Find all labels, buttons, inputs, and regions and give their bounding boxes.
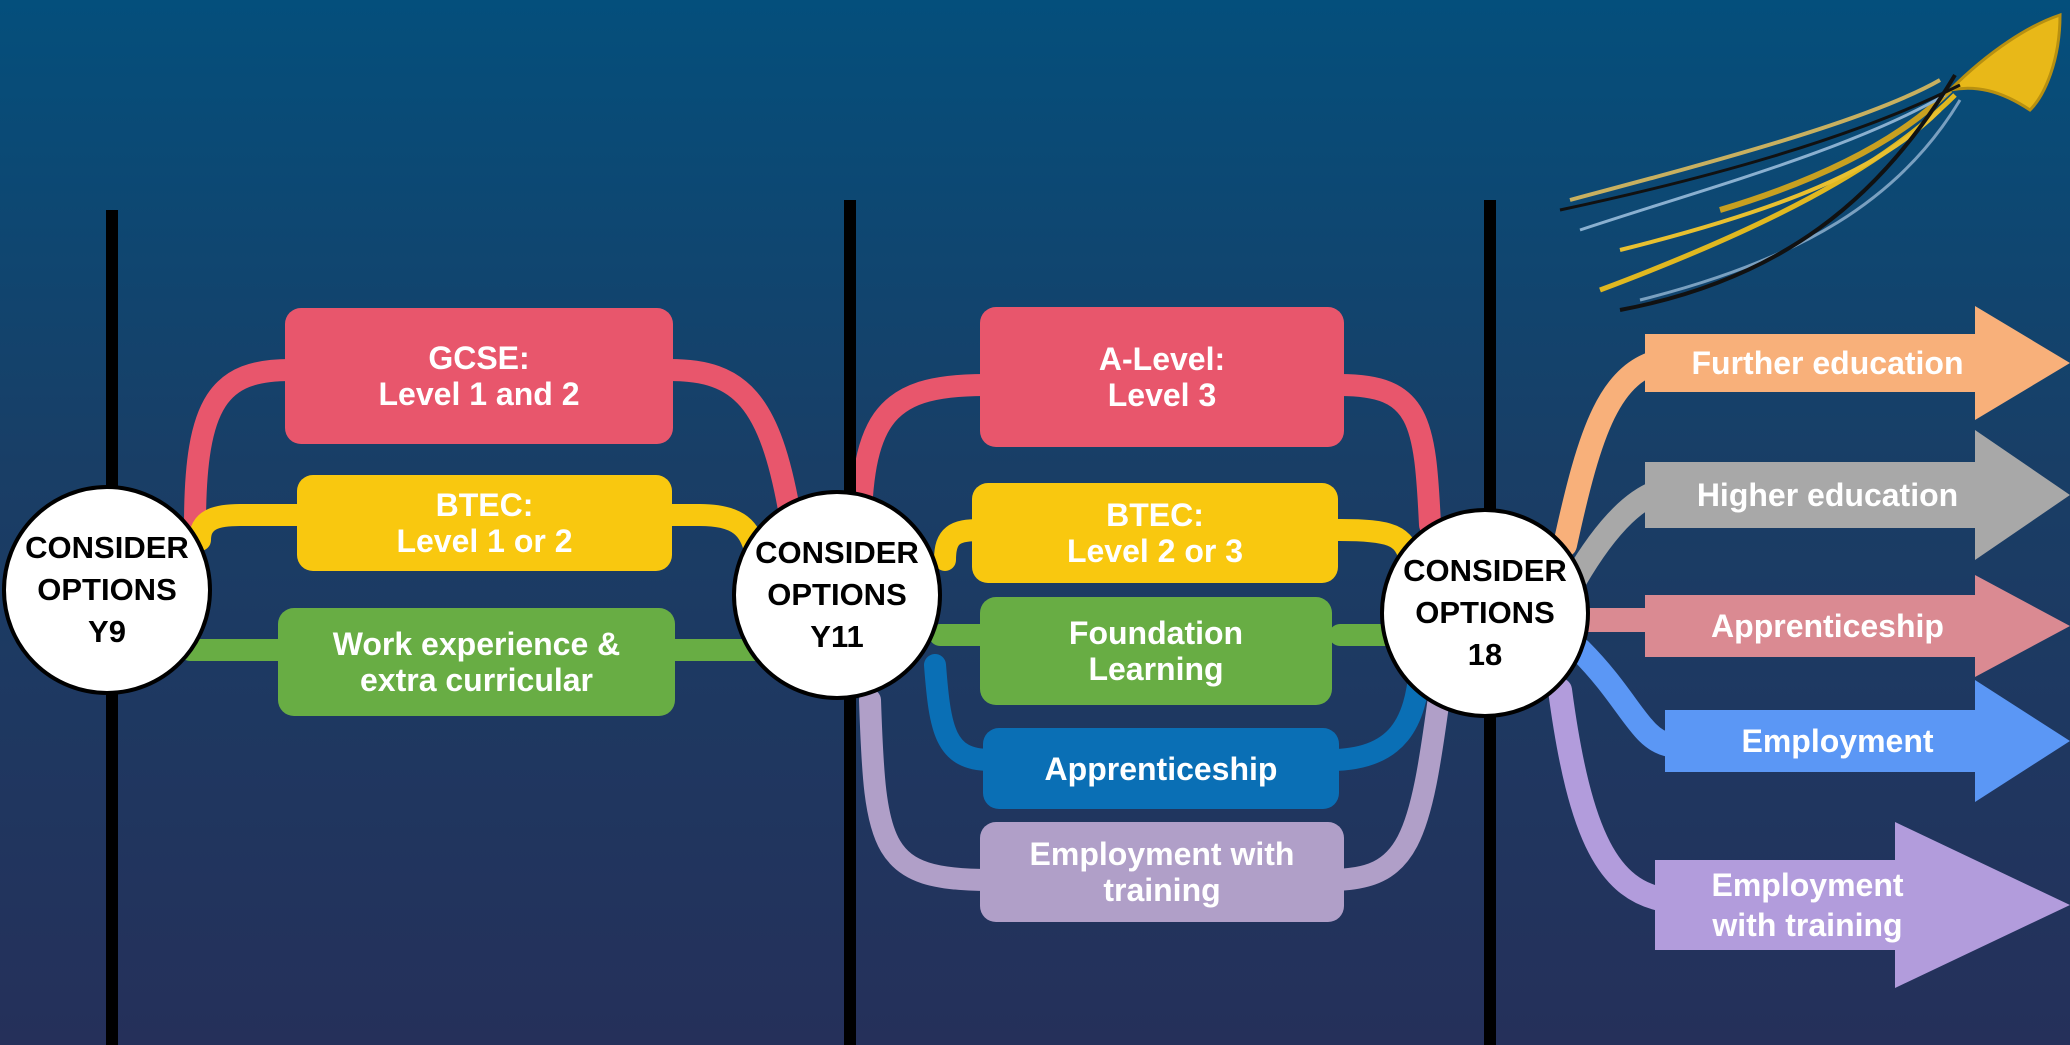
arrow-shape xyxy=(1655,822,2070,988)
arrow-shape xyxy=(1645,575,2070,677)
stage-18-line2: OPTIONS xyxy=(1415,595,1555,630)
work-experience-line2: extra curricular xyxy=(359,662,593,698)
foundation-learning-box: Foundation Learning xyxy=(980,597,1332,705)
stage-y11-line1: CONSIDER xyxy=(755,535,919,570)
stage-y11-circle: CONSIDER OPTIONS Y11 xyxy=(732,490,942,700)
stage-y9-line1: CONSIDER xyxy=(25,530,189,565)
arrow-shape xyxy=(1645,306,2070,420)
apprenticeship-y11-box: Apprenticeship xyxy=(983,728,1339,809)
outcome-label: Apprenticeship xyxy=(1711,608,1944,644)
btec-y9-title: BTEC: xyxy=(435,487,534,523)
stage-y9-circle: CONSIDER OPTIONS Y9 xyxy=(2,485,212,695)
outcome-employment: Employment xyxy=(1665,680,2070,802)
outcome-label-line1: Employment xyxy=(1711,867,1904,903)
btec-y11-title: BTEC: xyxy=(1106,497,1204,533)
stage-y9-line3: Y9 xyxy=(88,614,126,649)
outcome-higher-education: Higher education xyxy=(1645,430,2070,560)
a-level-box: A-Level: Level 3 xyxy=(980,307,1344,447)
btec-y9-level: Level 1 or 2 xyxy=(396,523,573,559)
work-experience-line1: Work experience & xyxy=(332,626,621,662)
outcome-label: Higher education xyxy=(1696,477,1959,513)
outcome-apprenticeship: Apprenticeship xyxy=(1645,575,2070,677)
btec-y11-box: BTEC: Level 2 or 3 xyxy=(972,483,1338,583)
arrow-shape xyxy=(1665,680,2070,802)
outcome-label: Employment with training xyxy=(1655,822,1960,988)
employment-training-y11-box: Employment with training xyxy=(980,822,1344,922)
stage-18-circle: CONSIDER OPTIONS 18 xyxy=(1380,508,1590,718)
stage-y9-line2: OPTIONS xyxy=(37,572,177,607)
btec-y11-level: Level 2 or 3 xyxy=(1066,533,1244,569)
stage-18-line1: CONSIDER xyxy=(1403,553,1567,588)
stage-y11-line2: OPTIONS xyxy=(767,577,907,612)
outcome-label: Employment xyxy=(1741,723,1934,759)
gcse-level: Level 1 and 2 xyxy=(378,376,580,412)
stage-y11-line3: Y11 xyxy=(810,619,864,654)
outcome-further-education: Further education xyxy=(1645,306,2070,420)
employment-training-y11-line2: training xyxy=(1103,872,1221,908)
a-level-title: A-Level: xyxy=(1098,341,1226,377)
foundation-learning-line1: Foundation xyxy=(1068,615,1244,651)
outcome-label: Further education xyxy=(1691,345,1964,381)
btec-y9-box: BTEC: Level 1 or 2 xyxy=(297,475,672,571)
work-experience-box: Work experience & extra curricular xyxy=(278,608,675,716)
employment-training-y11-line1: Employment with xyxy=(1029,836,1295,872)
a-level-level: Level 3 xyxy=(1107,377,1217,413)
stage-18-line3: 18 xyxy=(1467,637,1503,672)
arrow-shape xyxy=(1645,430,2070,560)
gcse-title: GCSE: xyxy=(428,340,530,376)
kite-logo xyxy=(1559,12,2062,312)
apprenticeship-y11-label: Apprenticeship xyxy=(1044,750,1278,787)
outcome-label-line2: with training xyxy=(1712,907,1903,943)
foundation-learning-line2: Learning xyxy=(1088,651,1224,687)
gcse-box: GCSE: Level 1 and 2 xyxy=(285,308,673,444)
outcome-employment-with-training: Employment with training xyxy=(1655,822,2070,988)
